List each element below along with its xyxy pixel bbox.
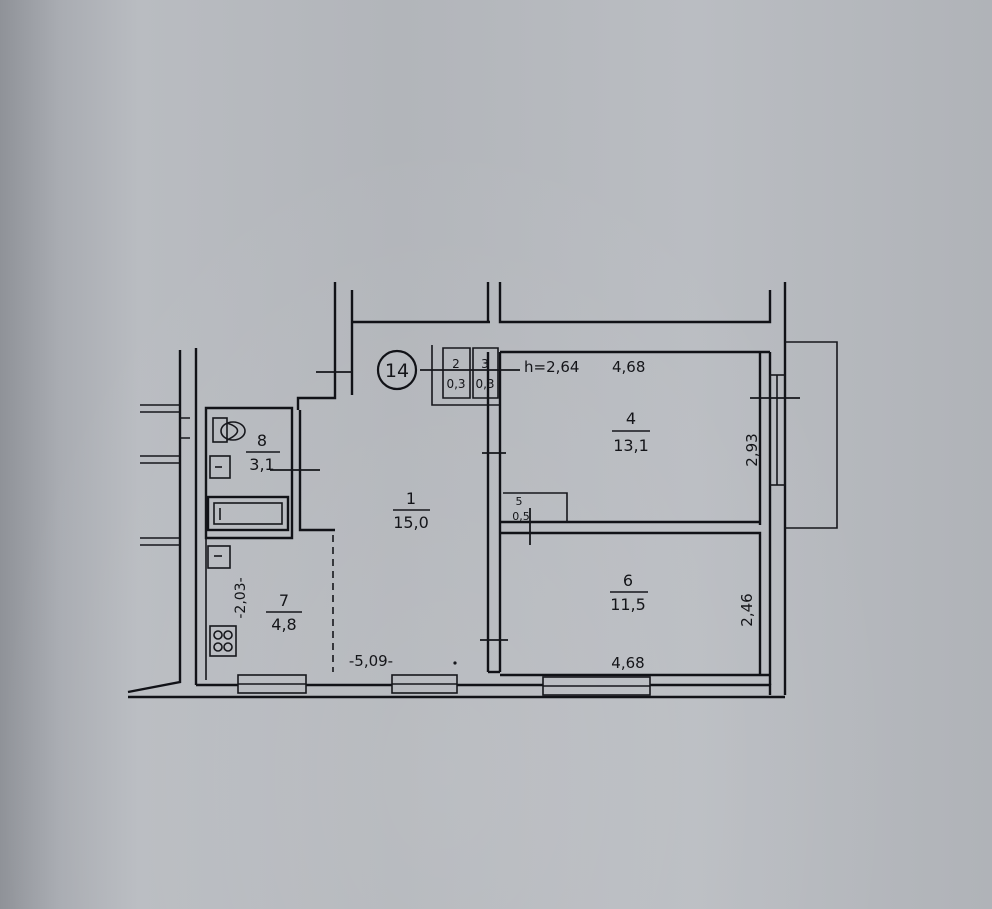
room-1-number: 1 — [406, 489, 416, 508]
room1-length-dimension: -5,09- — [349, 652, 393, 670]
room-7-number: 7 — [279, 591, 289, 610]
room-6-area: 11,5 — [610, 595, 646, 614]
room-7-area: 4,8 — [271, 615, 296, 634]
interior-walls — [204, 345, 800, 696]
room-6-number: 6 — [623, 571, 633, 590]
room-4-number: 4 — [626, 409, 636, 428]
room4-width-dimension: 4,68 — [612, 358, 645, 376]
room6-depth-dimension: 2,46 — [738, 593, 756, 626]
room6-width-dimension: 4,68 — [611, 654, 644, 672]
apartment-number-circle — [376, 349, 418, 391]
room4-depth-dimension: 2,93 — [743, 433, 761, 466]
room-5-area: 0,5 — [512, 510, 530, 523]
room-8-number: 8 — [257, 431, 267, 450]
room-3-area: 0,3 — [475, 377, 494, 391]
room-3-number: 3 — [481, 357, 489, 371]
room-1-area: 15,0 — [393, 513, 429, 532]
ceiling-height-label: h=2,64 — [524, 358, 579, 376]
room-2-area: 0,3 — [446, 377, 465, 391]
exterior-walls — [127, 282, 838, 699]
room-2-number: 2 — [452, 357, 460, 371]
room-5-number: 5 — [516, 495, 523, 508]
room7-depth-dimension: -2,03- — [233, 577, 249, 618]
room-8-area: 3,1 — [249, 455, 274, 474]
apartment-number: 14 — [385, 360, 409, 382]
room-4-area: 13,1 — [613, 436, 649, 455]
